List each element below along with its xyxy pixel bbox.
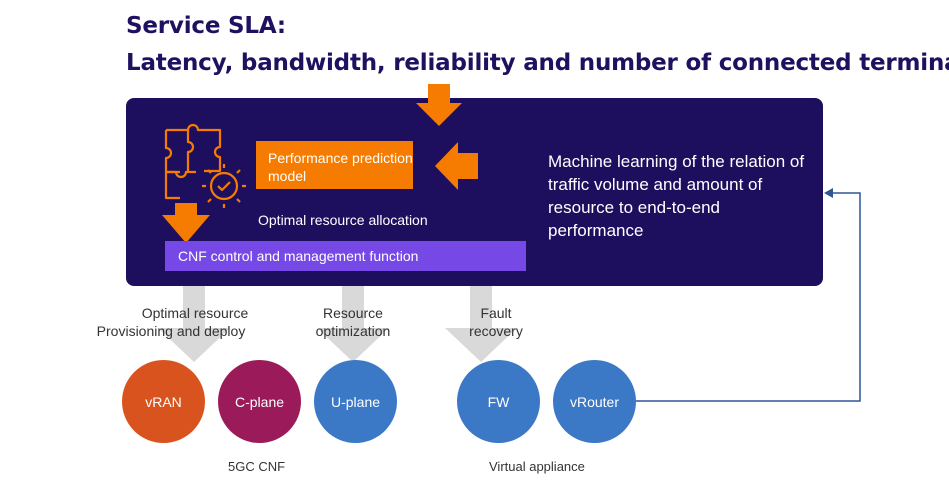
sla-input-arrow (416, 84, 462, 126)
performance-prediction-model-box: Performance prediction model (256, 141, 413, 189)
ml-input-arrow (435, 142, 478, 190)
fault-recovery-arrow (445, 282, 517, 362)
vrouter-node: vRouter (553, 360, 636, 443)
provisioning-label-line2: Provisioning and deploy (96, 323, 246, 339)
optimization-label-line1: Resource (323, 305, 383, 321)
cnf-control-box: CNF control and management function (165, 241, 526, 271)
optimization-arrow (317, 282, 389, 362)
provisioning-label-line1: Optimal resource (141, 305, 249, 321)
feedback-line (636, 192, 861, 402)
title-line-1: Service SLA: (126, 13, 286, 39)
title-line-2: Latency, bandwidth, reliability and numb… (126, 50, 949, 76)
cnf-group-label: 5GC CNF (228, 459, 286, 474)
fw-node: FW (457, 360, 540, 443)
optimization-label-line2: optimization (315, 323, 391, 339)
vran-node: vRAN (122, 360, 205, 443)
cplane-node: C-plane (218, 360, 301, 443)
feedback-arrowhead (824, 188, 833, 198)
puzzle-gear-check-icon (164, 123, 246, 208)
fault-label-line2: recovery (469, 323, 523, 339)
ml-description: Machine learning of the relation of traf… (548, 152, 805, 240)
optimal-allocation-label: Optimal resource allocation (258, 212, 428, 228)
fault-label-line1: Fault (480, 305, 512, 321)
uplane-node: U-plane (314, 360, 397, 443)
appliance-group-label: Virtual appliance (489, 459, 585, 474)
allocation-down-arrow (162, 203, 210, 243)
provisioning-arrow (158, 282, 230, 362)
